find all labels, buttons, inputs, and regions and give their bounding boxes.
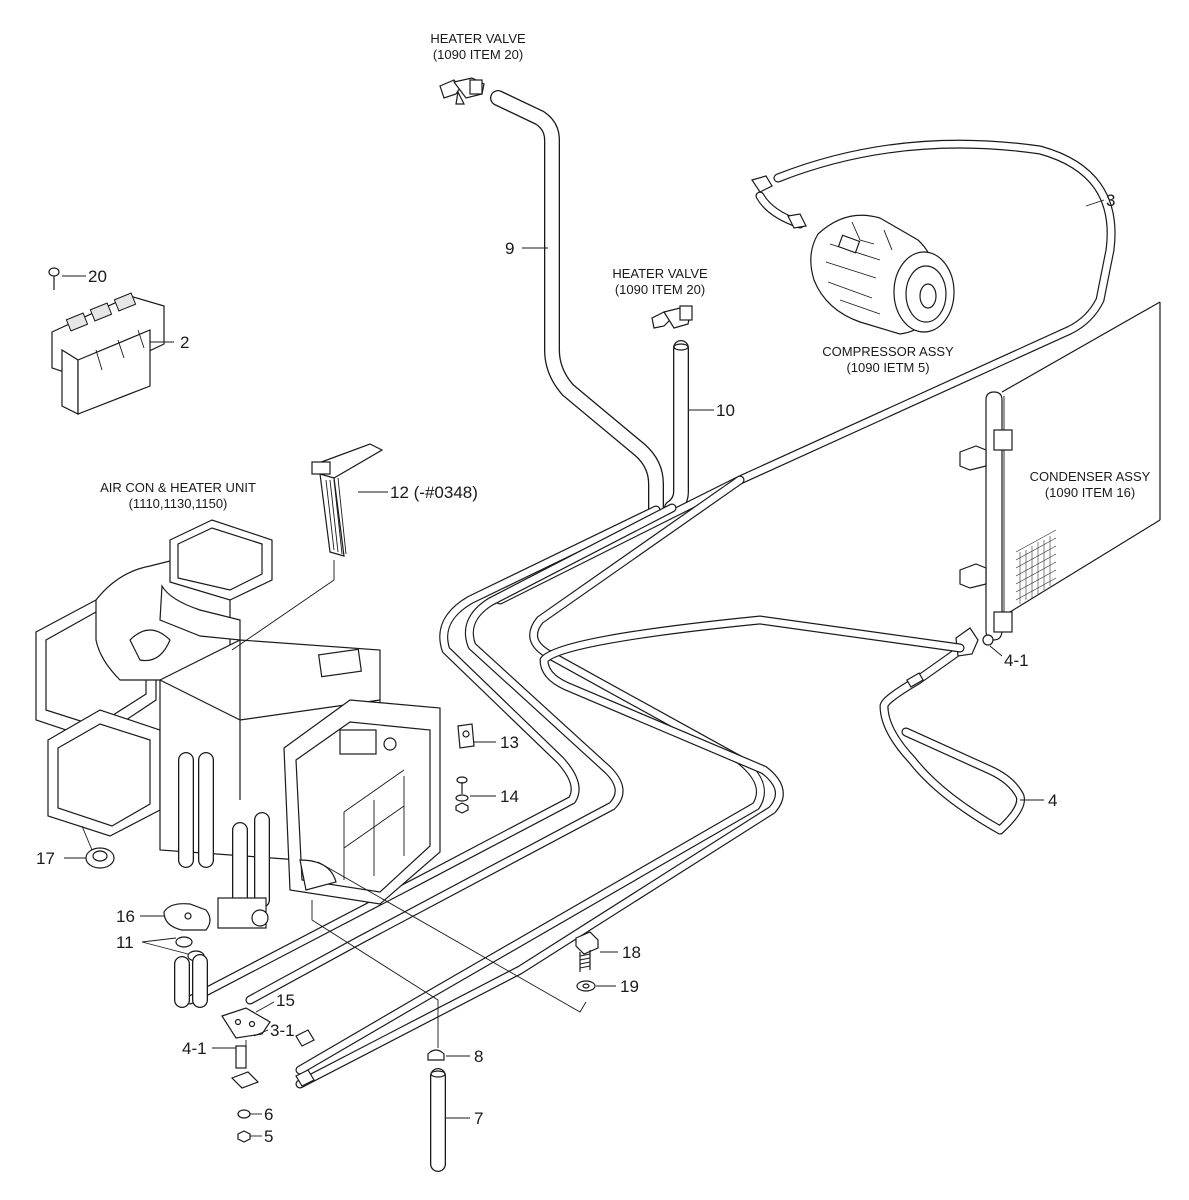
compressor-assy: [810, 214, 955, 335]
callout-11: 11: [116, 933, 134, 952]
control-panel-item-2: [51, 292, 165, 415]
screw-item-20: [48, 267, 60, 290]
callout-5: 5: [264, 1127, 273, 1146]
filter-item-12: [231, 443, 384, 651]
fittings-lower: [230, 1040, 260, 1143]
callout-9: 9: [505, 239, 514, 258]
svg-text:HEATER VALVE: HEATER VALVE: [612, 266, 708, 281]
svg-text:(1110,1130,1150): (1110,1130,1150): [129, 496, 228, 511]
bolt-item-14: [455, 776, 469, 814]
svg-text:HEATER VALVE: HEATER VALVE: [430, 31, 526, 46]
callout-17: 17: [36, 849, 55, 868]
svg-text:(1090 ITEM 20): (1090 ITEM 20): [615, 282, 705, 297]
callout-3: 3: [1106, 191, 1115, 210]
callout-16: 16: [116, 907, 135, 926]
callout-12: 12 (-#0348): [390, 483, 478, 502]
tube-item-7: [430, 1068, 446, 1172]
svg-text:(1090 ITEM 16): (1090 ITEM 16): [1045, 485, 1135, 500]
svg-text:COMPRESSOR ASSY: COMPRESSOR ASSY: [822, 344, 954, 359]
callout-18: 18: [622, 943, 641, 962]
heater-valve-mid-label: HEATER VALVE (1090 ITEM 20): [612, 266, 708, 297]
pipe-4: [879, 627, 1026, 835]
air-con-heater-unit: [35, 519, 441, 929]
leader-lines: [62, 199, 1105, 1137]
bolt-item-18: [575, 931, 599, 972]
plate-item-16: [163, 903, 211, 931]
unit-label: AIR CON & HEATER UNIT (1110,1130,1150): [100, 480, 256, 511]
heater-valve-top-label: HEATER VALVE (1090 ITEM 20): [430, 31, 526, 62]
grommet-item-17: [85, 847, 115, 869]
condenser-label: CONDENSER ASSY (1090 ITEM 16): [1030, 469, 1151, 500]
callout-4: 4: [1048, 791, 1057, 810]
grommet-item-8: [427, 1049, 445, 1061]
hose-loop-lower: [174, 954, 208, 1008]
svg-text:AIR CON & HEATER UNIT: AIR CON & HEATER UNIT: [100, 480, 256, 495]
callout-8: 8: [474, 1047, 483, 1066]
svg-text:(1090 ITEM 20): (1090 ITEM 20): [433, 47, 523, 62]
callout-10: 10: [716, 401, 735, 420]
svg-text:(1090 IETM 5): (1090 IETM 5): [846, 360, 929, 375]
callout-7: 7: [474, 1109, 483, 1128]
compressor-label: COMPRESSOR ASSY (1090 IETM 5): [822, 344, 954, 375]
heater-valve-mid: [651, 305, 693, 329]
condenser-core-grid: [1015, 529, 1057, 604]
callout-15: 15: [276, 991, 295, 1010]
callout-20: 20: [88, 267, 107, 286]
hose-10: [664, 340, 689, 516]
svg-text:CONDENSER ASSY: CONDENSER ASSY: [1030, 469, 1151, 484]
callout-2: 2: [180, 333, 189, 352]
callout-14: 14: [500, 787, 519, 806]
callout-4-1-right: 4-1: [1004, 651, 1029, 670]
heater-valve-top: [439, 77, 485, 105]
callout-19: 19: [620, 977, 639, 996]
callout-13: 13: [500, 733, 519, 752]
condenser-assy: [959, 301, 1161, 641]
callout-4-1-left: 4-1: [182, 1039, 207, 1058]
callout-6: 6: [264, 1105, 273, 1124]
hose-9: [490, 90, 664, 518]
callout-3-1: 3-1: [270, 1021, 295, 1040]
pipe-3: [495, 139, 1116, 605]
washer-item-19: [576, 980, 596, 992]
plate-item-15: [221, 1007, 271, 1039]
bracket-item-13: [457, 723, 475, 749]
pipe-bundle: [185, 475, 965, 1089]
